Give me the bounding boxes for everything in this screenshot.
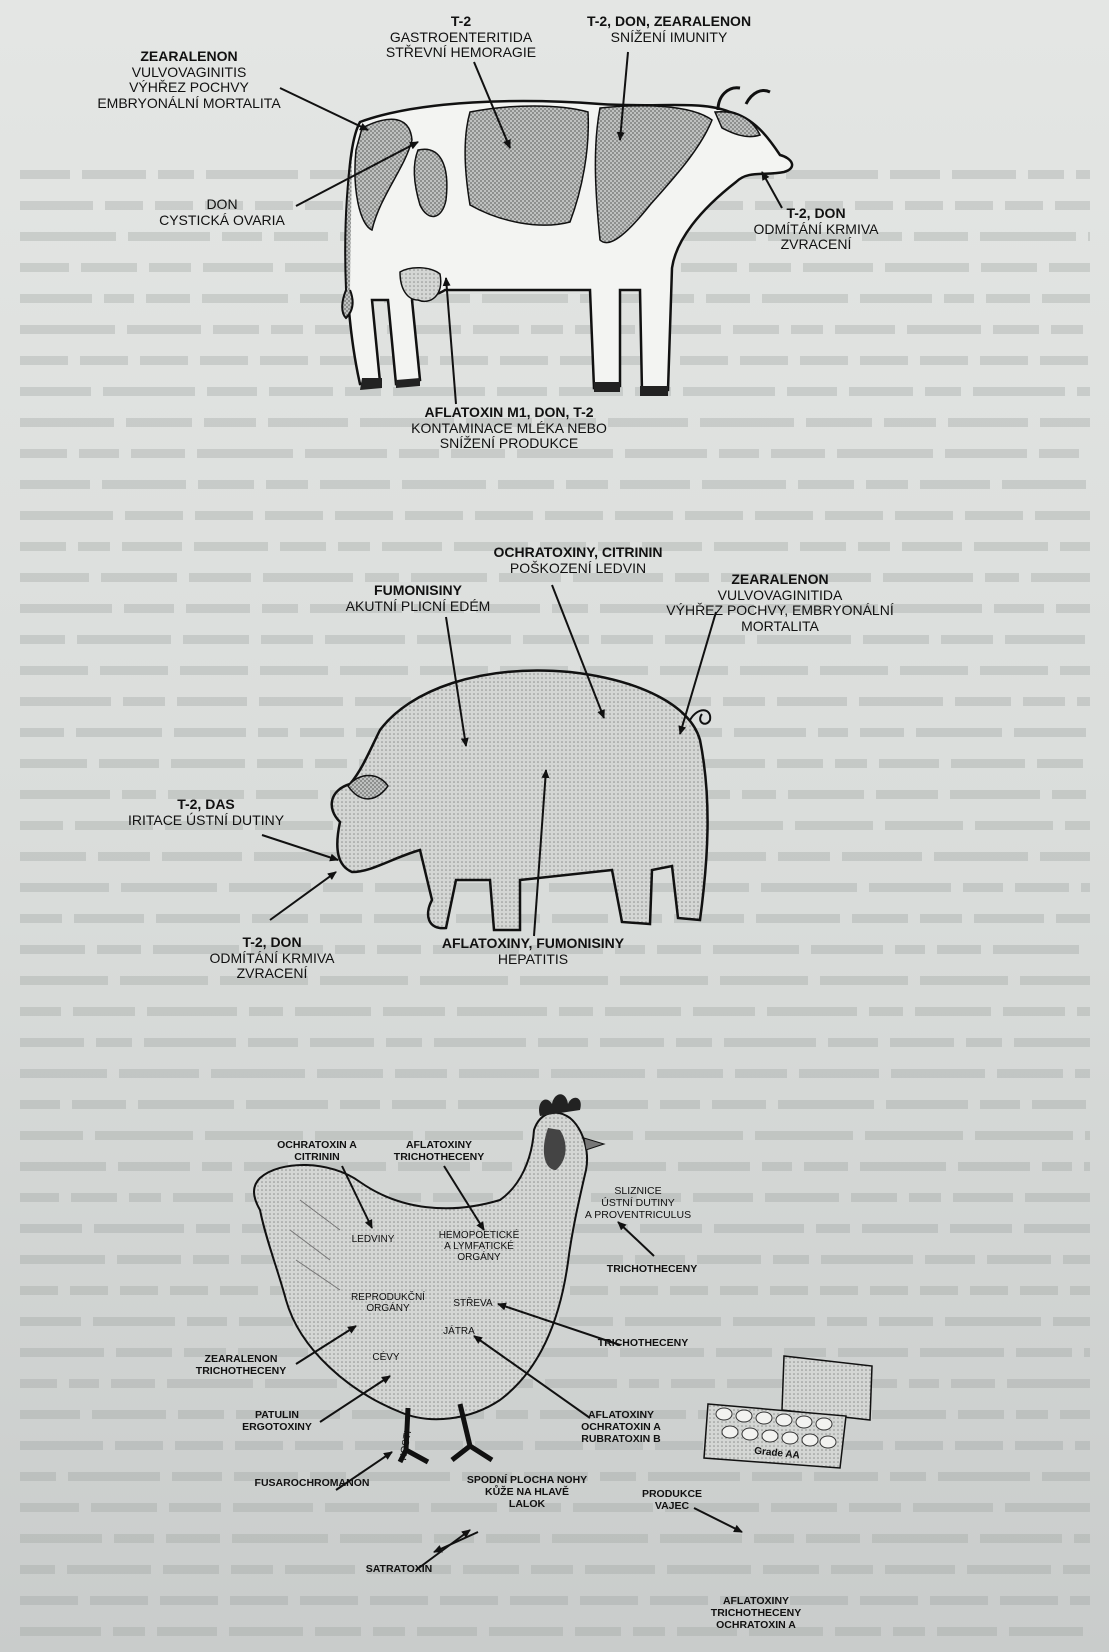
label-cow-don-ovaria: DON CYSTICKÁ OVARIA	[150, 197, 294, 228]
label-pig-t2-don: T-2, DON ODMÍTÁNÍ KRMIVA ZVRACENÍ	[204, 935, 340, 982]
label-cow-t2-gastro: T-2 GASTROENTERITIDA STŘEVNÍ HEMORAGIE	[368, 14, 554, 61]
label-pig-hepatitis: AFLATOXINY, FUMONISINY HEPATITIS	[430, 936, 636, 967]
callout-arrow	[618, 1222, 654, 1256]
label-hen-ochratoxin-citrinin: OCHRATOXIN A CITRININ	[262, 1140, 372, 1164]
label-pig-zearalenon: ZEARALENON VULVOVAGINITIDA VÝHŘEZ POCHVY…	[652, 572, 908, 635]
label-hen-eggs-toxins: AFLATOXINY TRICHOTHECENY OCHRATOXIN A	[696, 1596, 816, 1631]
label-pig-ochratoxiny: OCHRATOXINY, CITRININ POŠKOZENÍ LEDVIN	[480, 545, 676, 576]
label-cow-immunity: T-2, DON, ZEARALENON SNÍŽENÍ IMUNITY	[558, 14, 780, 45]
label-hen-trichotheceny-2: TRICHOTHECENY	[588, 1338, 698, 1350]
label-hen-aflatoxiny-liver: AFLATOXINY OCHRATOXIN A RUBRATOXIN B	[566, 1410, 676, 1445]
callout-arrow	[446, 278, 456, 404]
organ-cevy: CÉVY	[364, 1352, 408, 1363]
label-pig-t2-das: T-2, DAS IRITACE ÚSTNÍ DUTINY	[126, 797, 286, 828]
callout-arrow	[270, 872, 336, 920]
label-hen-patulin: PATULIN ERGOTOXINY	[232, 1410, 322, 1434]
label-hen-feet: SPODNÍ PLOCHA NOHY KŮŽE NA HLAVĚ LALOK	[460, 1475, 594, 1510]
label-pig-fumonisiny: FUMONISINY AKUTNÍ PLICNÍ EDÉM	[336, 583, 500, 614]
organ-streva: STŘEVA	[446, 1298, 500, 1309]
label-hen-sliznice: SLIZNICE ÚSTNÍ DUTINY A PROVENTRICULUS	[578, 1186, 698, 1221]
label-hen-trichotheceny-1: TRICHOTHECENY	[602, 1264, 702, 1276]
cow-horns	[718, 88, 770, 110]
organ-jatra: JÁTRA	[434, 1326, 484, 1337]
hen-comb	[539, 1094, 581, 1116]
callout-arrow	[434, 1532, 478, 1552]
callout-arrow	[262, 835, 338, 860]
label-hen-satratoxin: SATRATOXIN	[354, 1564, 444, 1576]
label-cow-t2-don: T-2, DON ODMÍTÁNÍ KRMIVA ZVRACENÍ	[726, 206, 906, 253]
hen-beak	[584, 1138, 604, 1150]
cow-illustration	[342, 88, 792, 396]
organ-reprodukcni: REPRODUKČNÍ ORGÁNY	[340, 1292, 436, 1314]
cow-patch-back	[465, 106, 588, 225]
egg-carton-lid	[782, 1356, 872, 1420]
label-cow-zearalenon: ZEARALENON VULVOVAGINITIS VÝHŘEZ POCHVY …	[84, 49, 294, 112]
label-hen-produkce: PRODUKCE VAJEC	[632, 1489, 712, 1513]
pig-tail	[690, 710, 710, 724]
callout-arrow	[762, 172, 782, 208]
organ-hemopoeticke: HEMOPOETICKÉ A LYMFATICKÉ ORGÁNY	[424, 1230, 534, 1263]
cow-hooves	[360, 378, 668, 396]
label-hen-fusarochromanon: FUSAROCHROMANON	[250, 1478, 374, 1490]
label-cow-milk: AFLATOXIN M1, DON, T-2 KONTAMINACE MLÉKA…	[386, 405, 632, 452]
organ-ledviny: LEDVINY	[338, 1234, 408, 1245]
pig-body	[332, 671, 708, 930]
label-hen-zearalenon: ZEARALENON TRICHOTHECENY	[186, 1354, 296, 1378]
label-hen-aflatoxiny-trichotheceny: AFLATOXINY TRICHOTHECENY	[384, 1140, 494, 1164]
pig-illustration	[332, 671, 710, 930]
